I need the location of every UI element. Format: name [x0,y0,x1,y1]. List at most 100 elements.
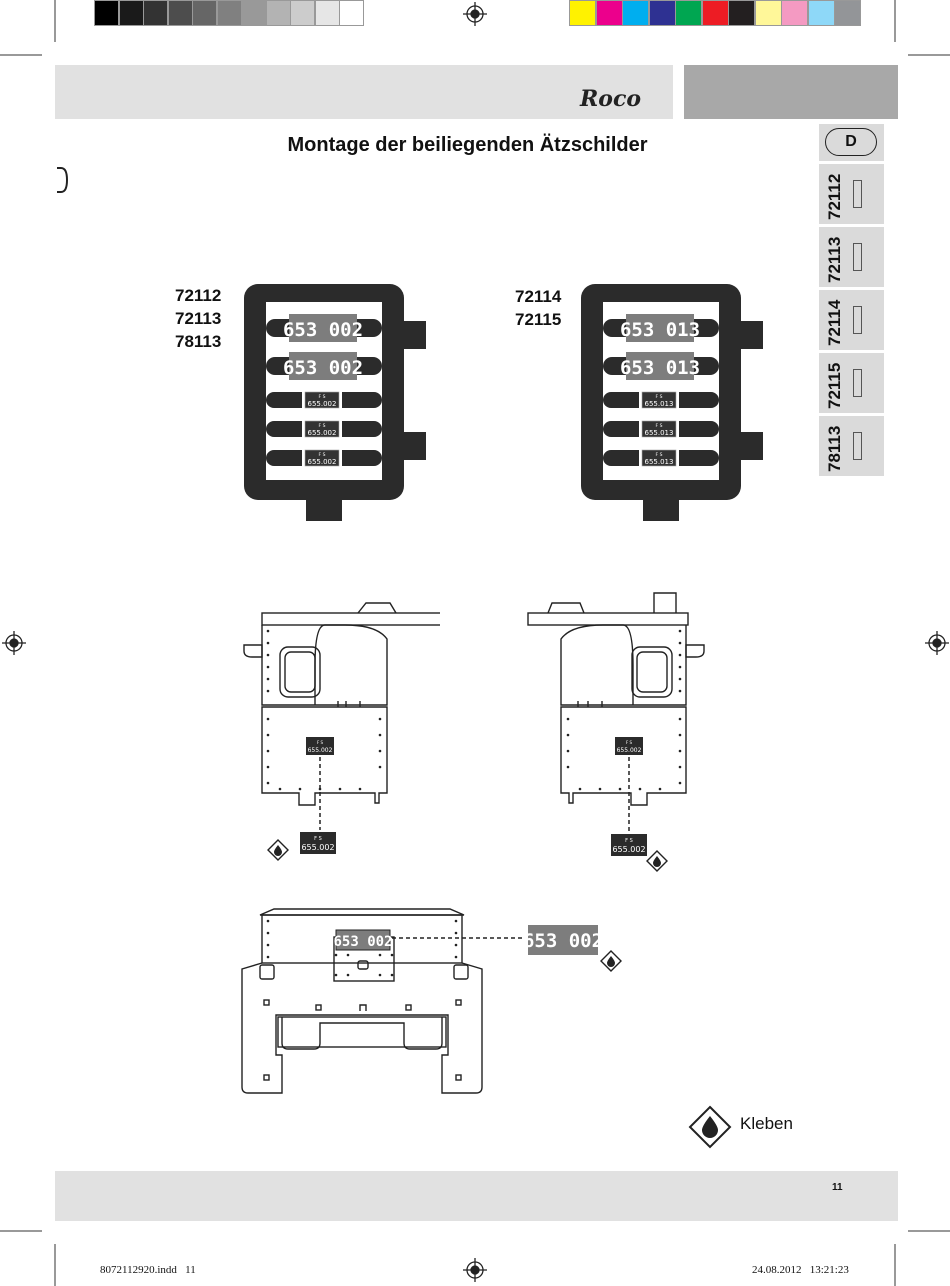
gray-swatch [94,0,119,26]
color-swatch [675,0,702,26]
glue-legend-icon [688,1105,732,1149]
small-plate-top: F S [656,452,663,458]
small-plate-number: 655.002 [308,400,337,408]
page-number: 11 [832,1182,843,1193]
large-plate-text: 653 013 [620,357,700,379]
sidebar-tab-3[interactable]: 72115 [819,353,884,413]
front-plate-small-text: 653 002 [333,934,392,950]
large-plate-text: 653 013 [620,319,700,341]
large-plate-text: 653 002 [283,319,363,341]
color-swatch [807,0,835,26]
glue-icon [646,850,668,872]
color-swatch [569,0,596,26]
side-plate-top-text: F S [317,740,324,745]
registration-mark-right [925,631,949,655]
small-plate-top: F S [319,394,326,400]
small-plate-number: 655.002 [308,458,337,466]
bracket-mark [57,167,69,193]
glue-icon [267,839,289,861]
small-plate [641,420,677,438]
sidebar-tab-label: 72112 [825,173,844,220]
registration-mark-top [463,2,487,26]
small-plate-number: 655.002 [308,429,337,437]
sheet-tab [399,432,426,460]
small-plate-top: F S [319,423,326,429]
color-swatch [754,0,782,26]
product-feature-icon [853,306,862,334]
small-plate-number: 655.013 [645,429,674,437]
header-bar [55,65,673,119]
gray-swatch [118,0,144,26]
large-plate [626,314,694,342]
sheet-tab [736,321,763,349]
sheet-tab [643,496,679,521]
svg-text:655.002: 655.002 [301,843,334,852]
right-sheet-models: 72114 72115 [515,287,562,329]
color-swatch [781,0,808,26]
product-feature-icon [853,243,862,271]
small-plate-top: F S [319,452,326,458]
file-slug: 8072112920.indd 11 [100,1264,196,1276]
glue-icon [600,950,622,972]
roco-logo: Roco [580,86,642,112]
language-tab[interactable]: D [819,124,884,161]
sidebar-tab-4[interactable]: 78113 [819,416,884,476]
product-feature-icon [853,180,862,208]
glue-legend-label: Kleben [740,1114,793,1133]
gray-swatch [192,0,217,26]
svg-text:F S: F S [314,836,322,842]
cab-side-view-right: F S 655.002 F S 655.002 [527,592,705,872]
sidebar-tab-label: 78113 [825,425,844,472]
small-plate [641,391,677,409]
large-plate [289,314,357,342]
sheet-tab [306,496,342,521]
date-slug: 24.08.2012 13:21:23 [752,1264,849,1276]
gray-swatch [143,0,168,26]
svg-text:F S: F S [626,740,633,745]
large-plate [289,352,357,380]
sheet-tab [736,432,763,460]
color-swatch [834,0,861,26]
small-plate [304,391,340,409]
small-plate-number: 655.013 [645,400,674,408]
sidebar-tab-label: 72113 [825,236,844,283]
registration-mark-bottom [463,1258,487,1282]
svg-text:655.002: 655.002 [612,845,645,854]
gray-swatch [290,0,315,26]
sidebar-tab-0[interactable]: 72112 [819,164,884,224]
product-feature-icon [853,432,862,460]
color-swatch [701,0,729,26]
small-plate [304,420,340,438]
page-title: Montage der beiliegenden Ätzschilder [287,134,648,156]
large-plate-text: 653 002 [283,357,363,379]
svg-text:F S: F S [625,838,633,844]
sidebar-tab-label: 72114 [825,299,844,346]
footer-bar [55,1171,898,1221]
gray-swatch [314,0,340,26]
sidebar-tab-2[interactable]: 72114 [819,290,884,350]
gray-swatch [265,0,291,26]
sidebar-tab-1[interactable]: 72113 [819,227,884,287]
locomotive-front-view: 653 002 653 002 [241,908,622,1094]
small-plate-top: F S [656,423,663,429]
language-label: D [825,128,877,156]
small-plate [304,449,340,467]
sidebar-tab-label: 72115 [825,362,844,409]
small-plate-top: F S [656,394,663,400]
svg-text:655.002: 655.002 [617,747,642,754]
header-dark-bar [684,65,898,119]
product-feature-icon [853,369,862,397]
front-plate-large-text: 653 002 [523,930,603,952]
small-plate-number: 655.013 [645,458,674,466]
small-plate [641,449,677,467]
side-plate-number-text: 655.002 [308,747,333,754]
sheet-tab [399,321,426,349]
left-sheet-models: 72112 72113 78113 [175,286,222,351]
registration-mark-left [2,631,26,655]
gray-swatch [339,0,364,26]
cab-side-view-left: F S 655.002 F S 655.002 [243,602,440,861]
large-plate [626,352,694,380]
